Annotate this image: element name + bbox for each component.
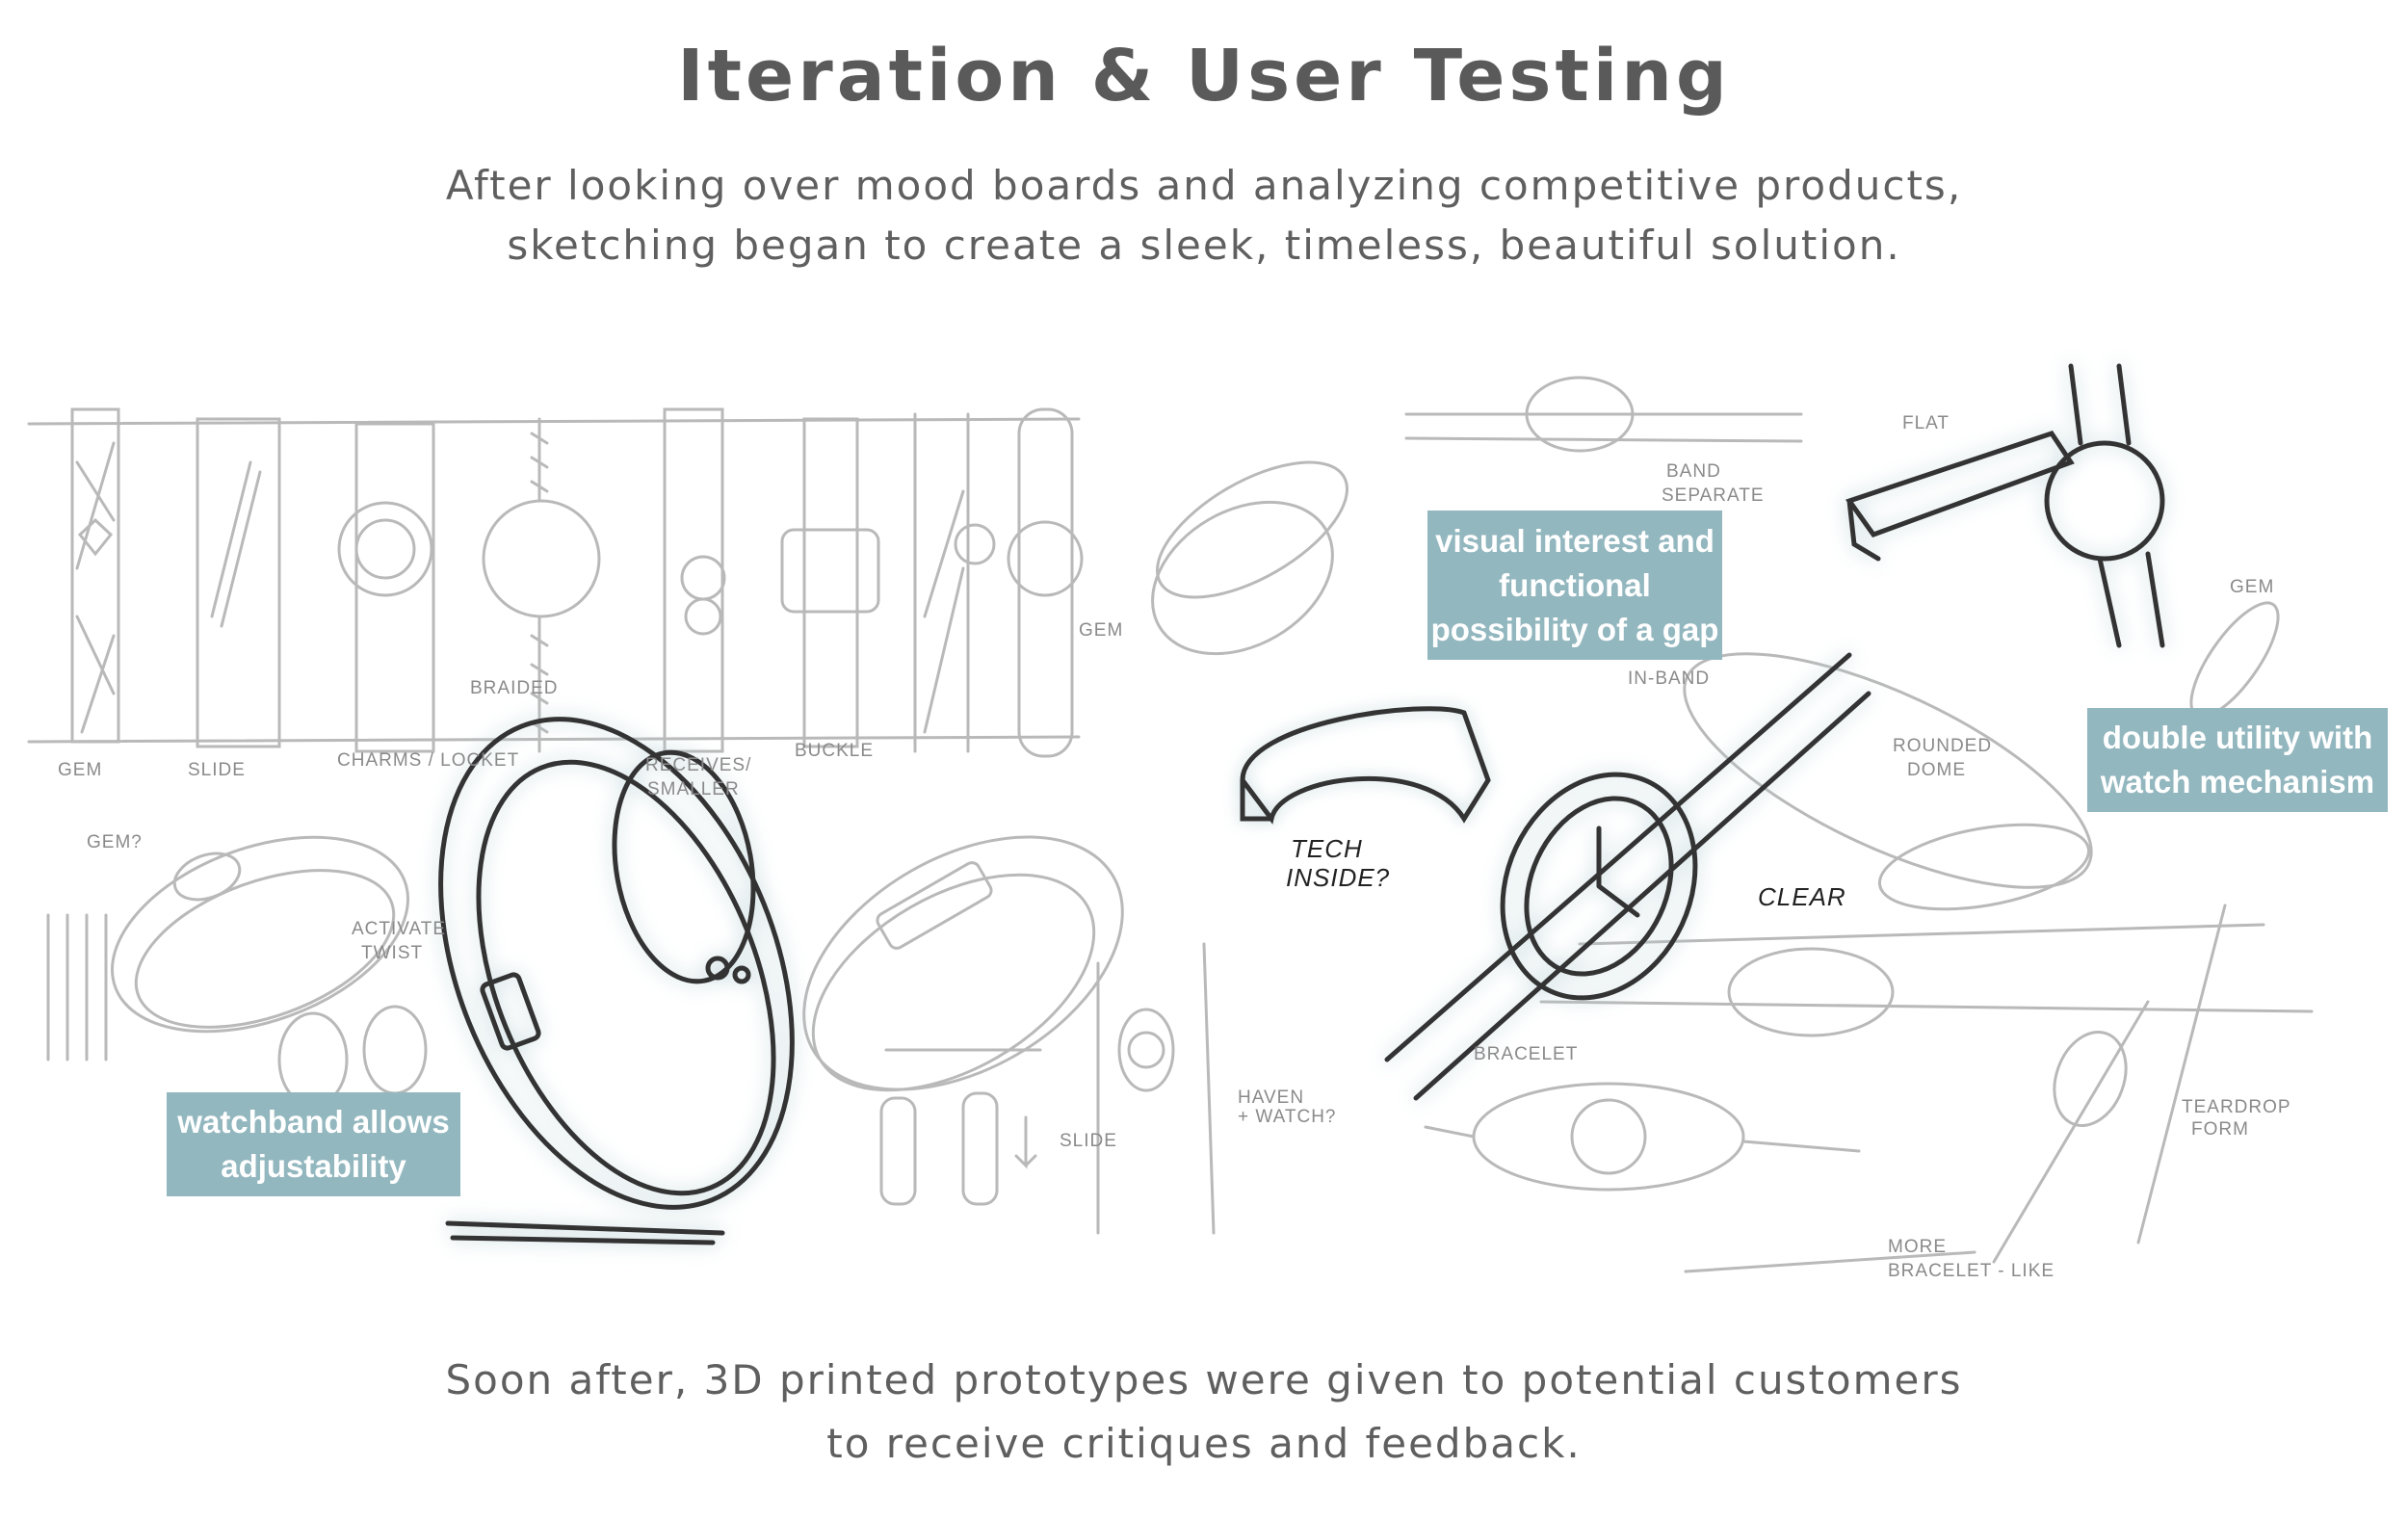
callout-watchband: watchband allows adjustability: [167, 1092, 460, 1196]
note-flat: FLAT: [1902, 413, 1950, 433]
clear-watch-sketch: [1384, 652, 1871, 1101]
note-bracelet-like: BRACELET - LIKE: [1888, 1261, 2055, 1281]
callout-gap-line-3: possibility of a gap: [1430, 611, 1719, 647]
note-receives: RECEIVES/: [645, 755, 751, 775]
intro-text: After looking over mood boards and analy…: [0, 156, 2408, 275]
note-band: BAND: [1666, 461, 1721, 482]
note-in-band: IN-BAND: [1628, 668, 1710, 689]
callout-gap-line-1: visual interest and: [1435, 522, 1714, 559]
note-activate: ACTIVATE: [352, 919, 446, 939]
note-clear: CLEAR: [1758, 882, 1846, 911]
band-concept-charms: [337, 422, 435, 753]
band-concept-rings: [663, 407, 726, 753]
concept-sketches: GEM SLIDE CHARMS / LOCKET BRAIDED RECEIV…: [27, 363, 2314, 1281]
page-title: Iteration & User Testing: [677, 35, 1731, 118]
band-concept-buckle: [780, 417, 880, 748]
band-concept-slide: [196, 417, 281, 748]
callout-utility-line-2: watch mechanism: [2100, 764, 2375, 799]
note-rounded: ROUNDED: [1893, 736, 1992, 756]
note-dome: DOME: [1907, 760, 1966, 780]
band-concept-watch: [1007, 407, 1084, 758]
band-concept-split: [913, 412, 996, 753]
note-form: FORM: [2191, 1119, 2249, 1140]
note-haven: HAVEN: [1238, 1088, 1304, 1108]
note-slide: SLIDE: [188, 760, 246, 780]
intro-line-2: sketching began to create a sleek, timel…: [507, 222, 1901, 269]
note-bracelet: BRACELET: [1474, 1044, 1578, 1064]
note-gem-3: GEM: [2230, 577, 2274, 597]
bracelet-sketch-slide: [802, 835, 1124, 1092]
slide-sketches: [879, 1048, 1042, 1206]
outro-line-1: Soon after, 3D printed prototypes were g…: [445, 1356, 1963, 1403]
flat-watch-sketch: [1845, 363, 2165, 648]
note-separate: SEPARATE: [1662, 485, 1765, 506]
callout-watchband-line-2: adjustability: [221, 1148, 406, 1184]
watch-sketch-teardrop: [1424, 904, 2227, 1273]
note-watch: + WATCH?: [1238, 1107, 1336, 1127]
intro-line-1: After looking over mood boards and analy…: [445, 162, 1963, 209]
gap-bangle-sketch: [1240, 706, 1491, 825]
highlighted-sketches: [438, 363, 2165, 1245]
bracelet-sketch-top: [1151, 460, 1348, 656]
bracelet-sketch-gem: [46, 835, 428, 1108]
callout-watchband-line-1: watchband allows: [177, 1104, 450, 1140]
outro-text: Soon after, 3D printed prototypes were g…: [0, 1349, 2408, 1476]
note-more: MORE: [1888, 1237, 1947, 1257]
note-tech: TECH: [1291, 834, 1363, 863]
note-charms: CHARMS / LOCKET: [337, 750, 519, 771]
note-gem-2: GEM: [1079, 620, 1123, 641]
band-concept-gem: [70, 407, 120, 744]
note-slide-2: SLIDE: [1060, 1131, 1117, 1151]
callout-utility-line-1: double utility with: [2102, 720, 2373, 755]
callout-utility: double utility with watch mechanism: [2087, 708, 2388, 812]
watch-sketch-band-separate: [1404, 376, 1803, 453]
note-buckle: BUCKLE: [795, 741, 874, 761]
note-braided: BRAIDED: [470, 678, 558, 698]
band-concept-braided: [482, 417, 601, 753]
note-inside: INSIDE?: [1286, 863, 1390, 892]
note-gem: GEM: [58, 760, 102, 780]
note-twist: TWIST: [361, 943, 423, 963]
watch-on-wrist-sketch: [1096, 942, 1216, 1235]
bracelet-sketch-right: [1539, 601, 2314, 1037]
note-smaller: SMALLER: [647, 779, 740, 799]
callout-gap: visual interest and functional possibili…: [1427, 511, 1722, 660]
outro-line-2: to receive critiques and feedback.: [826, 1420, 1582, 1467]
callout-gap-line-2: functional: [1499, 566, 1651, 603]
watchband-sketch: [438, 717, 795, 1245]
note-teardrop: TEARDROP: [2182, 1097, 2291, 1117]
note-gem-question: GEM?: [87, 832, 143, 852]
